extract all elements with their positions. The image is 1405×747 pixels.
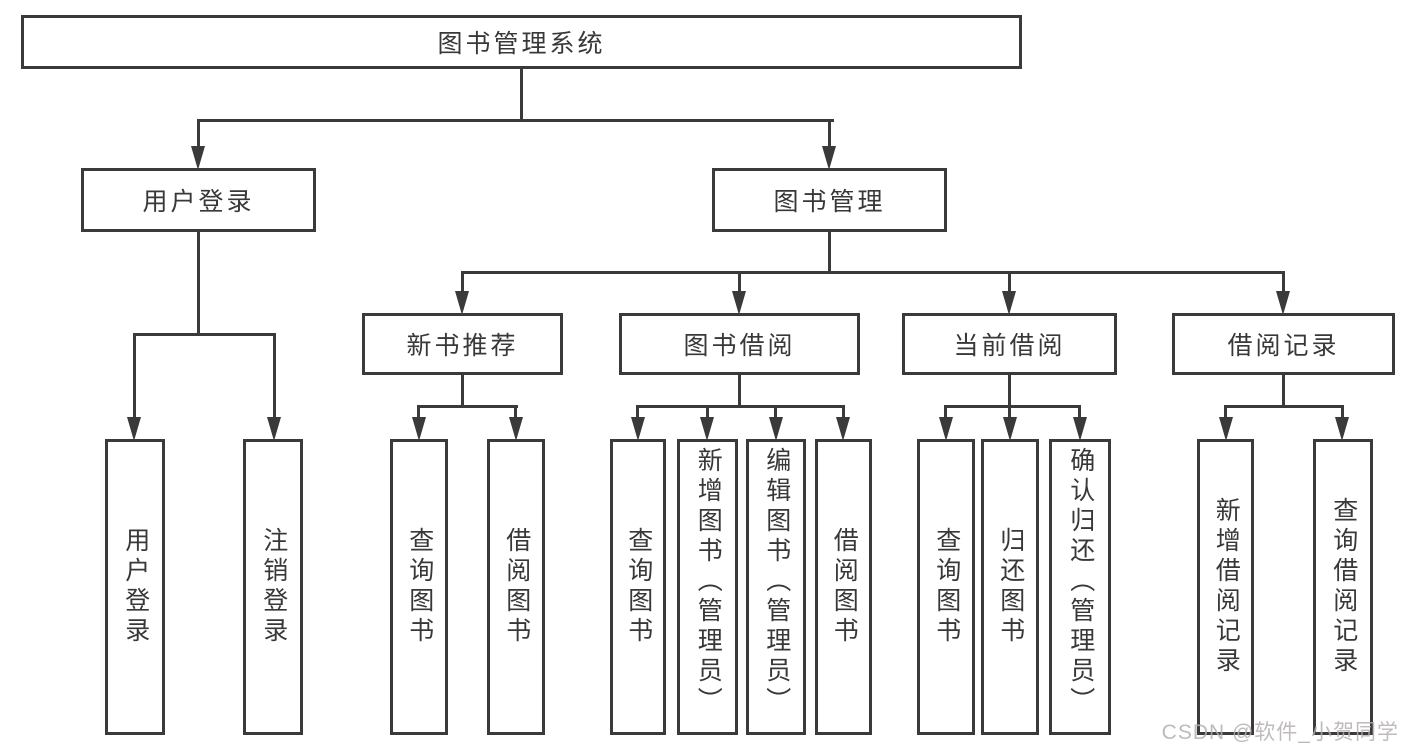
connector-line xyxy=(828,119,831,148)
node-book-management: 图书管理 xyxy=(712,168,947,232)
connector-line xyxy=(944,405,1081,408)
arrow-down-icon xyxy=(700,417,714,441)
leaf-label: 借阅图书 xyxy=(502,527,531,647)
arrow-down-icon xyxy=(455,291,469,315)
arrow-down-icon xyxy=(939,417,953,441)
connector-line xyxy=(197,119,834,122)
arrow-down-icon xyxy=(631,417,645,441)
leaf-edit-books-admin: 编辑图书（管理员） xyxy=(746,439,806,735)
connector-line xyxy=(738,375,741,407)
arrow-down-icon xyxy=(769,417,783,441)
connector-line xyxy=(1341,405,1344,419)
leaf-logout: 注销登录 xyxy=(243,439,303,735)
connector-line xyxy=(828,232,831,273)
leaf-label: 借阅图书 xyxy=(830,527,859,647)
connector-line xyxy=(461,271,1285,274)
connector-line xyxy=(706,405,709,419)
connector-line xyxy=(1008,271,1011,293)
arrow-down-icon xyxy=(1276,291,1290,315)
leaf-label: 新增借阅记录 xyxy=(1212,497,1241,677)
connector-line xyxy=(636,405,639,419)
leaf-add-books-admin: 新增图书（管理员） xyxy=(677,439,738,735)
connector-line xyxy=(842,405,845,419)
csdn-watermark: CSDN @软件_小贺同学 xyxy=(1161,721,1399,744)
arrow-down-icon xyxy=(191,146,205,170)
leaf-user-login: 用户登录 xyxy=(105,439,165,735)
arrow-down-icon xyxy=(822,146,836,170)
leaf-return-books: 归还图书 xyxy=(981,439,1039,735)
leaf-label: 查询图书 xyxy=(624,527,653,647)
arrow-down-icon xyxy=(732,291,746,315)
connector-line xyxy=(461,375,464,407)
node-borrow-records: 借阅记录 xyxy=(1172,313,1395,375)
connector-line xyxy=(1224,405,1344,408)
arrow-down-icon xyxy=(127,417,141,441)
connector-line xyxy=(1224,405,1227,419)
arrow-down-icon xyxy=(1335,417,1349,441)
connector-line xyxy=(636,405,845,408)
connector-line xyxy=(133,333,136,419)
connector-line xyxy=(1282,375,1285,407)
arrow-down-icon xyxy=(267,417,281,441)
connector-line xyxy=(273,333,276,419)
leaf-label: 查询图书 xyxy=(932,527,961,647)
node-book-borrow: 图书借阅 xyxy=(619,313,860,375)
connector-line xyxy=(944,405,947,419)
connector-line xyxy=(417,405,420,419)
arrow-down-icon xyxy=(509,417,523,441)
leaf-query-borrow-record: 查询借阅记录 xyxy=(1313,439,1373,735)
node-new-book-recommend: 新书推荐 xyxy=(362,313,563,375)
arrow-down-icon xyxy=(412,417,426,441)
arrow-down-icon xyxy=(1003,417,1017,441)
leaf-label: 查询借阅记录 xyxy=(1329,497,1358,677)
arrow-down-icon xyxy=(1219,417,1233,441)
leaf-label: 新增图书（管理员） xyxy=(694,447,723,717)
connector-line xyxy=(197,119,200,148)
node-library-management-system: 图书管理系统 xyxy=(21,15,1022,69)
leaf-add-borrow-record: 新增借阅记录 xyxy=(1197,439,1254,735)
connector-line xyxy=(1282,271,1285,293)
connector-line xyxy=(774,405,777,419)
leaf-label: 查询图书 xyxy=(405,527,434,647)
leaf-query-books-3: 查询图书 xyxy=(917,439,975,735)
leaf-label: 用户登录 xyxy=(121,527,150,647)
node-user-login: 用户登录 xyxy=(81,168,316,232)
connector-line xyxy=(417,405,518,408)
connector-line xyxy=(1078,405,1081,419)
arrow-down-icon xyxy=(1073,417,1087,441)
connector-line xyxy=(1008,405,1011,419)
leaf-query-books-1: 查询图书 xyxy=(390,439,448,735)
arrow-down-icon xyxy=(836,417,850,441)
leaf-borrow-books-2: 借阅图书 xyxy=(815,439,872,735)
leaf-borrow-books-1: 借阅图书 xyxy=(487,439,545,735)
connector-line xyxy=(514,405,517,419)
connector-line xyxy=(461,271,464,293)
arrow-down-icon xyxy=(1002,291,1016,315)
connector-line xyxy=(197,232,200,335)
connector-line xyxy=(1008,375,1011,407)
leaf-label: 编辑图书（管理员） xyxy=(762,447,791,717)
leaf-label: 确认归还（管理员） xyxy=(1066,447,1095,717)
connector-line xyxy=(133,333,276,336)
leaf-confirm-return-admin: 确认归还（管理员） xyxy=(1049,439,1111,735)
leaf-label: 注销登录 xyxy=(259,527,288,647)
leaf-label: 归还图书 xyxy=(996,527,1025,647)
node-current-borrow: 当前借阅 xyxy=(902,313,1117,375)
connector-line xyxy=(738,271,741,293)
connector-line xyxy=(520,68,523,122)
leaf-query-books-2: 查询图书 xyxy=(610,439,666,735)
